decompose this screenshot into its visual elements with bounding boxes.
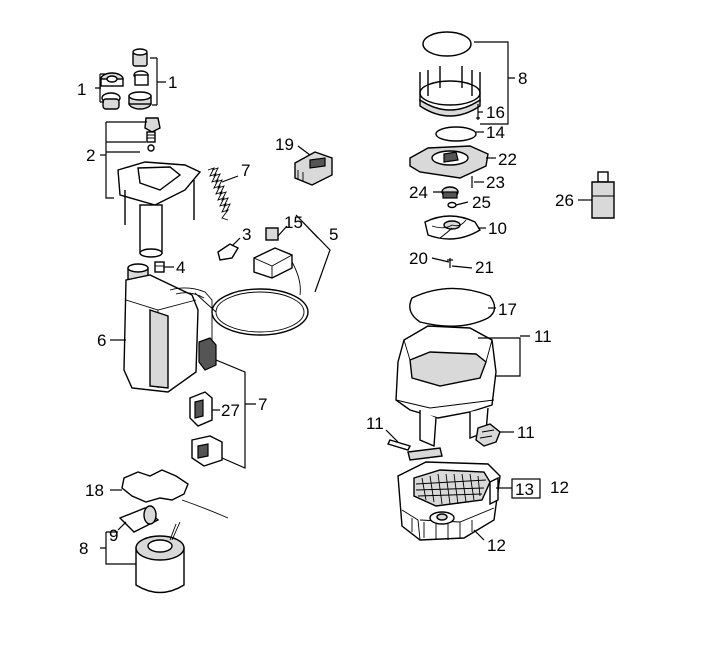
part-8-upper-cage	[419, 31, 481, 117]
part-11-rod	[387, 439, 411, 451]
part-11-connector	[475, 423, 501, 447]
callout-12-right: 12	[550, 478, 569, 497]
callout-7-lower: 7	[258, 395, 267, 414]
part-3-clip	[217, 243, 239, 261]
callout-6: 6	[97, 331, 106, 350]
callout-13: 13	[515, 480, 534, 499]
part-6-pump-housing	[123, 263, 213, 393]
callout-4: 4	[176, 258, 185, 277]
part-7-upper-cable	[207, 167, 231, 221]
part-11-top-housing	[395, 325, 497, 448]
part-24-nut	[441, 186, 459, 199]
callout-27: 27	[221, 401, 240, 420]
callout-11-left: 11	[366, 414, 384, 433]
callout-18: 18	[85, 481, 104, 500]
part-1-left-group	[100, 72, 124, 110]
part-4-fitting	[154, 261, 165, 273]
callout-5: 5	[329, 225, 338, 244]
callout-23: 23	[486, 173, 505, 192]
callout-21: 21	[475, 258, 494, 277]
callout-22: 22	[498, 150, 517, 169]
callout-24: 24	[409, 183, 428, 202]
callout-16: 16	[486, 103, 505, 122]
callout-1-right: 1	[168, 73, 177, 92]
part-26-oil-bottle	[591, 171, 615, 219]
part-17-lid-filter	[409, 287, 496, 327]
callout-20: 20	[409, 249, 428, 268]
part-9-capacitor	[118, 505, 160, 533]
callout-1-left: 1	[77, 80, 86, 99]
callout-19: 19	[275, 135, 294, 154]
part-15-plug	[253, 227, 293, 279]
callout-26: 26	[555, 191, 574, 210]
part-12-base	[397, 447, 501, 541]
callout-labels: 1 1 2 19 7 3 15 5 4 6 7 27 18 9 8 8 16 1…	[77, 69, 574, 558]
callout-8-upper: 8	[518, 69, 527, 88]
callout-7-upper: 7	[241, 161, 250, 180]
part-22-pump-cover	[409, 145, 489, 179]
part-20-screw	[447, 258, 453, 268]
callout-15: 15	[284, 213, 303, 232]
callout-2: 2	[86, 146, 95, 165]
callout-8-lower: 8	[79, 539, 88, 558]
callout-10: 10	[488, 219, 507, 238]
part-19-switch	[294, 151, 333, 186]
part-2-valve-tower	[117, 117, 202, 258]
part-13-box	[511, 478, 541, 499]
part-10-impeller	[424, 215, 481, 240]
part-18-gasket	[121, 469, 189, 503]
part-7-lower-connector	[191, 337, 223, 467]
part-25-washer	[447, 201, 457, 209]
callout-11-top: 11	[534, 327, 552, 346]
callout-11-right: 11	[517, 423, 535, 442]
callout-14: 14	[486, 123, 505, 142]
callout-25: 25	[472, 193, 491, 212]
part-8-motor	[135, 521, 185, 594]
callout-9: 9	[109, 526, 118, 545]
part-14-oring	[435, 126, 477, 142]
callout-3: 3	[242, 225, 251, 244]
callout-12-bottom: 12	[487, 536, 506, 555]
part-1-right-group	[128, 48, 152, 110]
part-27-connector	[189, 391, 213, 427]
callout-17: 17	[498, 300, 517, 319]
